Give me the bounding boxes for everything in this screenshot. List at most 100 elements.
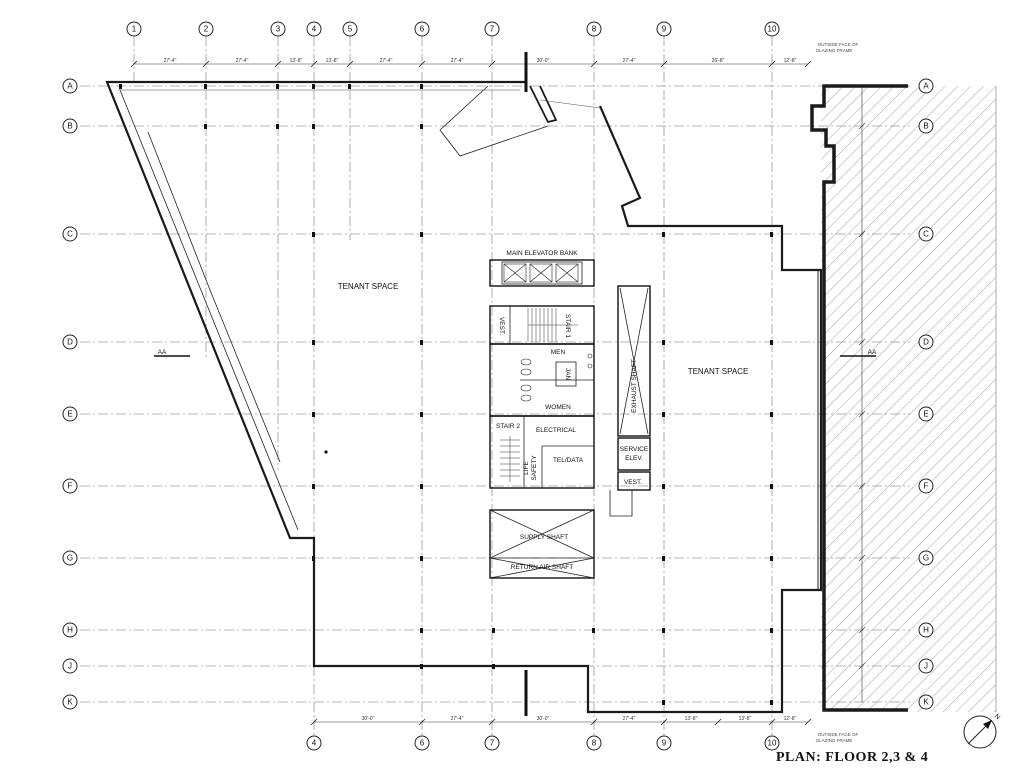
grid-col-label: 3	[276, 25, 281, 34]
room-label-vest-2: VEST.	[624, 479, 642, 486]
dimension-label: 27'-4"	[236, 58, 249, 64]
dimension-string-right	[858, 86, 866, 702]
room-label-main-elevator-bank: MAIN ELEVATOR BANK	[506, 250, 578, 257]
room-label-stair-1: STAIR 1	[564, 314, 571, 338]
room-label-men: MEN	[551, 349, 566, 356]
grid-col-label: 1	[132, 25, 137, 34]
grid-col-label: 4	[312, 25, 317, 34]
dimension-label: 27'-4"	[451, 716, 464, 722]
room-label-return-air-shaft: RETURN AIR SHAFT	[511, 564, 574, 571]
glazing-note-bottom: OUTSIDE FACE OF GLAZING FRAME	[816, 732, 859, 743]
dimension-label: 27'-4"	[623, 716, 636, 722]
grid-row-label: E	[923, 410, 928, 419]
grid-row-label: G	[67, 554, 73, 563]
grid-bubbles-right: A B C D E F G H J K	[918, 78, 934, 710]
grid-bubbles-left: A B C D E F G H J K	[62, 78, 78, 710]
grid-row-label: G	[923, 554, 929, 563]
room-label-tenant-west: TENANT SPACE	[338, 282, 399, 291]
svg-text:GLAZING FRAME: GLAZING FRAME	[816, 738, 853, 743]
room-label-life: LIFE	[523, 460, 530, 474]
svg-text:AA: AA	[868, 349, 877, 356]
grid-row-label: D	[923, 338, 929, 347]
dimension-label: 13'-8"	[290, 58, 303, 64]
room-label-safety: SAFETY	[531, 455, 538, 481]
svg-text:GLAZING FRAME: GLAZING FRAME	[816, 48, 853, 53]
grid-row-label: K	[923, 698, 929, 707]
grid-row-label: K	[67, 698, 73, 707]
svg-text:OUTSIDE FACE OF: OUTSIDE FACE OF	[818, 732, 859, 737]
dimension-label: 12'-8"	[784, 58, 797, 64]
grid-col-label: 9	[662, 25, 667, 34]
grid-col-label: 10	[768, 739, 777, 748]
dimension-label: 27'-4"	[451, 58, 464, 64]
dimension-string-top: 27'-4" 27'-4" 13'-8" 13'-8" 27'-4" 27'-4…	[130, 58, 812, 68]
grid-col-label: 10	[768, 25, 777, 34]
grid-row-label: E	[67, 410, 72, 419]
room-label-electrical: ELECTRICAL	[536, 427, 576, 434]
room-label-tel-data: TEL/DATA	[553, 457, 584, 464]
building-core: MAIN ELEVATOR BANK VEST. STAIR 1 MEN WOM…	[489, 250, 651, 579]
grid-col-label: 7	[490, 739, 495, 748]
grid-row-label: A	[67, 82, 73, 91]
grid-row-label: H	[923, 626, 929, 635]
dimension-label: 26'-8"	[712, 58, 725, 64]
grid-row-label: A	[923, 82, 929, 91]
room-label-elev: ELEV.	[625, 455, 643, 462]
glazing-note-top: OUTSIDE FACE OF GLAZING FRAME	[816, 42, 859, 53]
section-marker-right: AA	[840, 349, 877, 357]
dimension-label: 13'-8"	[685, 716, 698, 722]
dimension-label: 30'-0"	[537, 58, 550, 64]
dimension-label: 27'-4"	[164, 58, 177, 64]
dimension-label: 30'-0"	[537, 716, 550, 722]
grid-col-label: 2	[204, 25, 209, 34]
grid-col-label: 8	[592, 739, 597, 748]
grid-lines-vertical	[133, 36, 773, 736]
grid-col-label: 8	[592, 25, 597, 34]
grid-col-label: 7	[490, 25, 495, 34]
room-label-supply-shaft: SUPPLY SHAFT	[520, 534, 568, 541]
grid-row-label: C	[67, 230, 73, 239]
room-label-women: WOMEN	[545, 404, 571, 411]
grid-bubbles-bottom: 4 6 7 8 9 10	[306, 735, 780, 751]
party-wall	[810, 84, 908, 712]
grid-row-label: F	[68, 482, 73, 491]
dimension-label: 27'-4"	[623, 58, 636, 64]
grid-col-label: 4	[312, 739, 317, 748]
structural-columns	[119, 84, 773, 705]
room-label-service: SERVICE	[620, 446, 649, 453]
room-label-jan: JAN	[564, 368, 571, 381]
grid-row-label: F	[924, 482, 929, 491]
dimension-label: 12'-8"	[784, 716, 797, 722]
room-label-tenant-east: TENANT SPACE	[688, 367, 749, 376]
dimension-string-bottom: 30'-0" 27'-4" 30'-0" 27'-4" 13'-8" 13'-8…	[310, 716, 812, 726]
grid-col-label: 6	[420, 25, 425, 34]
grid-row-label: H	[67, 626, 73, 635]
svg-text:AA: AA	[158, 349, 167, 356]
room-label-vest: VEST.	[498, 317, 505, 335]
dimension-label: 13'-8"	[326, 58, 339, 64]
adjacent-building-hatch	[821, 86, 997, 712]
grid-col-label: 5	[348, 25, 353, 34]
grid-row-label: J	[68, 662, 72, 671]
drawing-title: PLAN: FLOOR 2,3 & 4	[776, 750, 929, 765]
grid-row-label: B	[67, 122, 72, 131]
grid-col-label: 6	[420, 739, 425, 748]
room-label-exhaust-shaft: EXHAUST SHAFT	[631, 359, 638, 413]
grid-col-label: 9	[662, 739, 667, 748]
grid-row-label: J	[924, 662, 928, 671]
dimension-label: 30'-0"	[362, 716, 375, 722]
dimension-label: 13'-8"	[739, 716, 752, 722]
north-arrow-icon: N	[963, 713, 1001, 749]
dimension-label: 27'-4"	[380, 58, 393, 64]
svg-text:N: N	[993, 713, 1001, 721]
grid-row-label: D	[67, 338, 73, 347]
grid-row-label: B	[923, 122, 928, 131]
grid-bubbles-top: 1 2 3 4 5 6 7 8 9 10	[126, 21, 780, 37]
grid-row-label: C	[923, 230, 929, 239]
svg-text:OUTSIDE FACE OF: OUTSIDE FACE OF	[818, 42, 859, 47]
section-marker-left: AA	[154, 349, 190, 357]
grid-lines-horizontal	[80, 85, 910, 703]
room-label-stair-2: STAIR 2	[496, 423, 520, 430]
exterior-wall-outline	[105, 52, 823, 716]
